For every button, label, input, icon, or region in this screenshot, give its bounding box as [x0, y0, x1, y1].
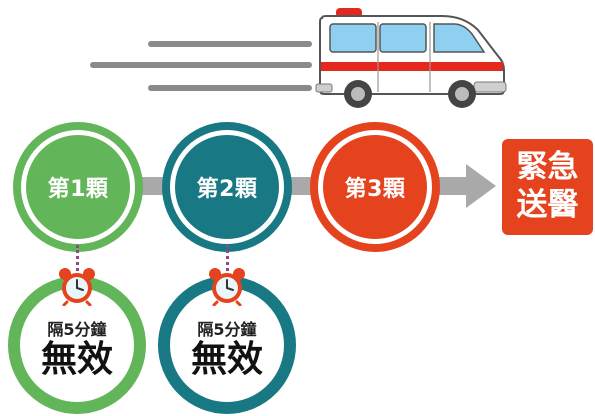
stage-1-circle: 第1顆: [13, 122, 143, 252]
stage-2-label: 第2顆: [196, 177, 258, 202]
stage-2-circle: 第2顆: [162, 122, 292, 252]
stage-ring: [170, 130, 284, 244]
alarm-clock-icon: [209, 268, 245, 306]
alarm-clock-icon: [59, 268, 95, 306]
stage-1-label: 第1顆: [47, 177, 109, 202]
emergency-badge: 緊急 送醫: [502, 139, 593, 235]
connector-line: [76, 245, 79, 271]
emergency-line-1: 緊急: [516, 149, 579, 186]
result-2-interval: 隔5分鐘: [197, 320, 257, 340]
result-1-interval: 隔5分鐘: [47, 320, 107, 340]
speed-line: [148, 41, 312, 47]
result-1-verdict: 無效: [40, 339, 113, 381]
stage-ring: [21, 130, 135, 244]
ambulance-icon: [315, 8, 507, 108]
stage-ring: [318, 130, 432, 244]
connector-line: [226, 245, 229, 271]
stage-3-circle: 第3顆: [310, 122, 440, 252]
result-1-circle: 隔5分鐘 無效: [8, 276, 146, 414]
stage-3-label: 第3顆: [344, 177, 406, 202]
result-2-verdict: 無效: [190, 339, 263, 381]
speed-line: [148, 85, 312, 91]
emergency-line-2: 送醫: [516, 187, 579, 223]
progress-arrow-head: [466, 164, 496, 208]
speed-line: [90, 62, 312, 68]
